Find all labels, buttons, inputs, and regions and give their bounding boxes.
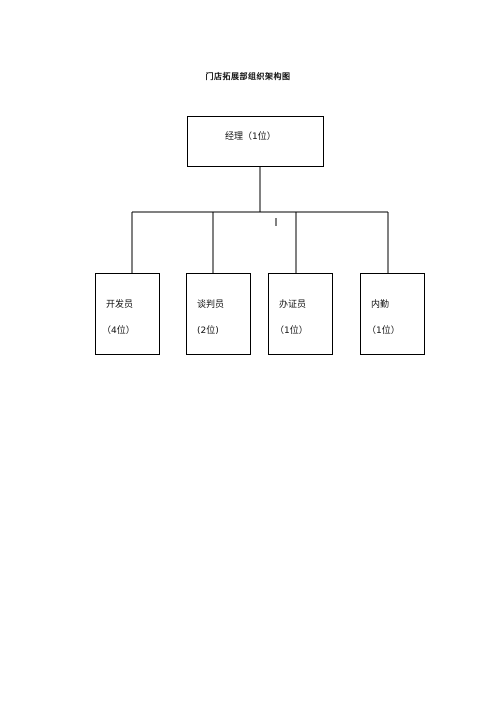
position-role: 开发员 <box>106 300 134 310</box>
position-count: （4位） <box>102 326 135 336</box>
position-count: （1位） <box>275 326 308 336</box>
position-box-neiqin: 内勤 （1位） <box>360 273 425 355</box>
position-role: 内勤 <box>371 300 390 310</box>
manager-label: 经理（1位） <box>225 132 276 142</box>
position-box-banzhengyuan: 办证员 （1位） <box>268 273 333 355</box>
position-box-kaifayuan: 开发员 （4位） <box>95 273 160 355</box>
position-count: （1位） <box>367 326 400 336</box>
position-role: 办证员 <box>279 300 307 310</box>
chart-title: 门店拓展部组织架构图 <box>205 72 291 81</box>
position-role: 谈判员 <box>197 300 225 310</box>
manager-box: 经理（1位） <box>187 116 324 167</box>
position-count: (2位) <box>197 326 219 336</box>
position-box-tanpanyuan: 谈判员 (2位) <box>186 273 251 355</box>
